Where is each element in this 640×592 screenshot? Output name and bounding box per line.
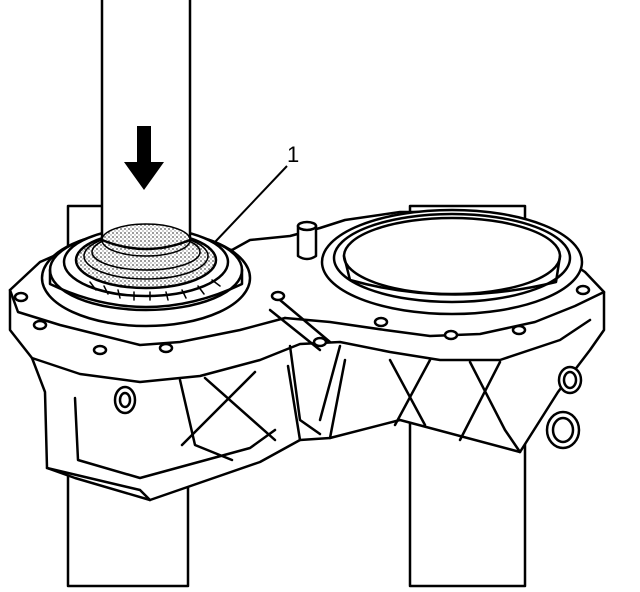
- callout-1: 1: [214, 142, 299, 243]
- vent-post: [296, 220, 318, 261]
- seal-installer-tool: [100, 0, 192, 257]
- right-bore: [320, 208, 584, 316]
- down-arrow-icon: [124, 126, 164, 190]
- callout-1-label: 1: [287, 142, 299, 167]
